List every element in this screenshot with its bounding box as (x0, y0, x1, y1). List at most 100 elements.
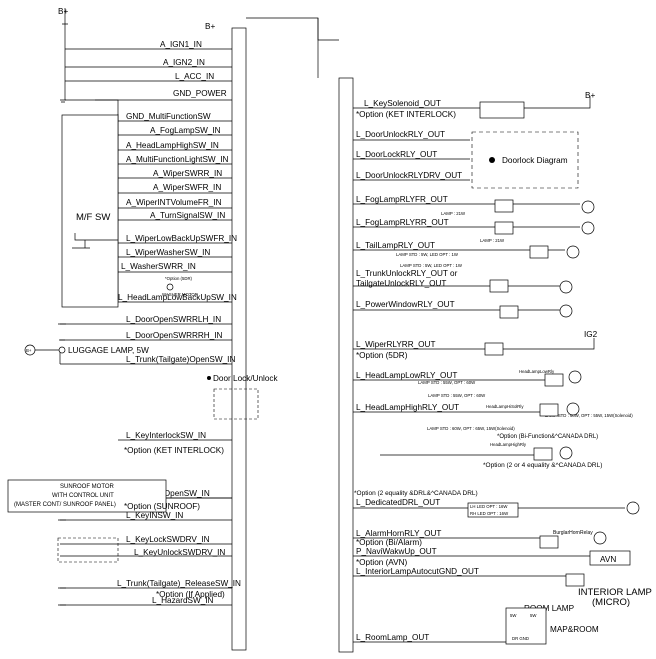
r-doorlock-label: L_DoorLockRLY_OUT (356, 150, 437, 159)
l-acc-label: L_ACC_IN (175, 72, 214, 81)
hl-hi-bplus-icon (566, 402, 580, 416)
r-dedicateddrl-label: L_DedicatedDRL_OUT (356, 498, 440, 507)
hl-low-rly-label: HeadLampLowRly (519, 369, 555, 374)
l-dooropenlh-label: L_DoorOpenSWRRLH_IN (126, 315, 221, 324)
r-naviwakeup-label: P_NaviWakwUp_OUT (356, 547, 437, 556)
l-hazard-label: L_HazardSW_IN (152, 596, 214, 605)
r-alarmhorn-label: L_AlarmHornRLY_OUT (356, 529, 441, 538)
w5a-label: 5W (510, 613, 517, 618)
l-dooropenrh-label: L_DoorOpenSWRRRH_IN (126, 331, 223, 340)
left-signal-rows: A_IGN1_IN A_IGN2_IN L_ACC_IN GND_POWER G… (60, 40, 241, 606)
a-ign1-label: A_IGN1_IN (160, 40, 202, 49)
l-wiperwasher-label: L_WiperWasherSW_IN (126, 248, 210, 257)
bplus-conn-label: B+ (205, 22, 215, 31)
l-keyunlock-label: L_KeyUnlockSWDRV_IN (134, 548, 225, 557)
room-lamp-label: ROOM LAMP (524, 604, 575, 613)
opt-2eq-label: *Option (2 equality &DRL&^CANADA DRL) (354, 490, 478, 497)
door-lock-dashed-box (213, 388, 259, 420)
a-mflight-label: A_MultiFunctionLightSW_IN (126, 155, 228, 164)
mf-switch-box (61, 114, 119, 308)
right-signal-rows: L_KeySolenoid_OUT *Option (KET INTERLOCK… (353, 91, 652, 645)
a-wiperint-label: A_WiperINTVolumeFR_IN (126, 198, 222, 207)
door-lock-unlock-label: Door Lock/Unlock (213, 374, 279, 383)
bplus-top-label: B+ (58, 7, 68, 16)
l-headlamplow-label: L_HeadLampLowBackUpSW_IN (118, 293, 237, 302)
r-doorunlock-label: L_DoorUnlockRLY_OUT (356, 130, 445, 139)
bplus-top: B+ B+ (58, 7, 215, 31)
washer-motor-label: WASHER MOTOR (162, 292, 198, 297)
l-washerrr-label: L_WasherSWRR_IN (121, 262, 196, 271)
r-opt-5dr-label: *Option (5DR) (356, 351, 408, 360)
interior-lamp-label1: INTERIOR LAMP (578, 587, 652, 598)
option-5dr-label: *Option (5DR) (165, 276, 193, 281)
a-wiperrr-label: A_WiperSWRR_IN (153, 169, 222, 178)
hl-low-bplus-icon (568, 370, 582, 384)
r-powerwindow-label: L_PowerWindowRLY_OUT (356, 300, 455, 309)
hl-low-note1: LAMP STD : 55W, OPT : 60W (418, 380, 476, 385)
sunroof-motor-box (7, 479, 167, 513)
map-room-box (505, 607, 547, 645)
powerwindow-bplus-icon (559, 304, 573, 318)
door-lock-dot-icon (207, 376, 211, 380)
opt-2or4-label: *Option (2 or 4 equality &^CANADA DRL) (483, 462, 602, 469)
hl-hi-note2: LAMP STD : 60W, OPT : 65W, 15W(Solenoid) (427, 426, 515, 431)
hl-hi-note1: LAMP STD : 60W, OPT : 55W, 15W(Solenoid) (545, 413, 633, 418)
left-connector-strip (231, 27, 247, 651)
hl-high-rly-label: HeadLampHighRly (490, 442, 527, 447)
drl-bplus-icon (626, 501, 640, 515)
keylock-dashed-box (57, 537, 119, 563)
hl-hi-rly-label: HeadLampHiSolRly (486, 404, 524, 409)
bplus-link-wire (246, 17, 339, 41)
tail-note1: LAMP STD : 5W, LED OPT : 1W (396, 252, 459, 257)
l-keylock-label: L_KeyLockSWDRV_IN (126, 535, 210, 544)
l-trunkrelease-label: L_Trunk(Tailgate)_ReleaseSW_IN (117, 579, 241, 588)
trunk-bplus-icon (559, 280, 573, 294)
l-trunkopen-label: L_Trunk(Tailgate)OpenSW_IN (126, 355, 235, 364)
foglamp-rr-bplus-icon (581, 221, 595, 235)
doorlock-diagram-label: Doorlock Diagram (502, 156, 568, 165)
r-opt-ket-label: *Option (KET INTERLOCK) (356, 110, 456, 119)
a-wiperfr-label: A_WiperSWFR_IN (153, 183, 221, 192)
dr-gnd-label: DR GND (512, 636, 529, 641)
ig2-label: IG2 (584, 330, 598, 339)
doorlock-diagram-box (471, 131, 579, 189)
r-keysolenoid-label: L_KeySolenoid_OUT (364, 99, 441, 108)
r-headlamplow-label: L_HeadLampLowRLY_OUT (356, 371, 457, 380)
lamp-21w-rr: LAMP : 21W (480, 238, 505, 243)
sunroof-motor-line2: WITH CONTROL UNIT (52, 493, 114, 499)
r-roomlamp-label: L_RoomLamp_OUT (356, 633, 429, 642)
gnd-mfsw-label: GND_MultiFunctionSW (126, 112, 211, 121)
foglamp-fr-bplus-icon (581, 200, 595, 214)
r-headlamphigh-label: L_HeadLampHighRLY_OUT (356, 403, 459, 412)
r-taillamp-label: L_TailLampRLY_OUT (356, 241, 435, 250)
hl-low-note2: LAMP STD : 55W, OPT : 60W (428, 393, 486, 398)
washer-motor-icon (166, 283, 174, 291)
sunroof-motor-line1: SUNROOF MOTOR (60, 484, 115, 490)
taillamp-bplus-icon (566, 245, 580, 259)
sunroof-motor-line3: (MASTER CONT/ SUNROOF PANEL) (14, 502, 116, 508)
a-headlamphigh-label: A_HeadLampHighSW_IN (126, 141, 219, 150)
right-connector-strip (338, 77, 354, 653)
burglar-label: BurglarHornRelay (553, 530, 593, 536)
drl-rh-label: RH LED OPT : 16W (470, 511, 509, 516)
r-tailgateunlock-label: TailgateUnlockRLY_OUT (356, 279, 446, 288)
a-ign2-label: A_IGN2_IN (163, 58, 205, 67)
r-doorunlockdrv-label: L_DoorUnlockRLYDRV_OUT (356, 171, 462, 180)
drl-lh-label: LH LED OPT : 16W (470, 504, 508, 509)
tail-note2: LAMP STD : 5W, LED OPT : 1W (400, 263, 463, 268)
gnd-power-label: GND_POWER (173, 89, 227, 98)
r-wiperrr-label: L_WiperRLYRR_OUT (356, 340, 435, 349)
avn-label: AVN (600, 555, 616, 564)
opt-avn-label: *Option (AVN) (356, 558, 408, 567)
r-foglampfr-label: L_FogLampRLYFR_OUT (356, 195, 448, 204)
r-trunkunlock-label: L_TrunkUnlockRLY_OUT or (356, 269, 458, 278)
l-wiperlow-label: L_WiperLowBackUpSWFR_IN (126, 234, 237, 243)
w5b-label: 5W (530, 613, 537, 618)
option-sunroof-label: *Option (SUNROOF) (124, 502, 200, 511)
opt-bi-label: *Option (Bi-Function&^CANADA DRL) (497, 434, 598, 440)
option-applied-label: *Option (If Applied) (156, 590, 225, 599)
map-room-label: MAP&ROOM (550, 625, 599, 634)
luggage-lamp-group: B+ LUGGAGE LAMP, 5W (24, 344, 149, 364)
alarm-bplus-icon (593, 531, 607, 545)
